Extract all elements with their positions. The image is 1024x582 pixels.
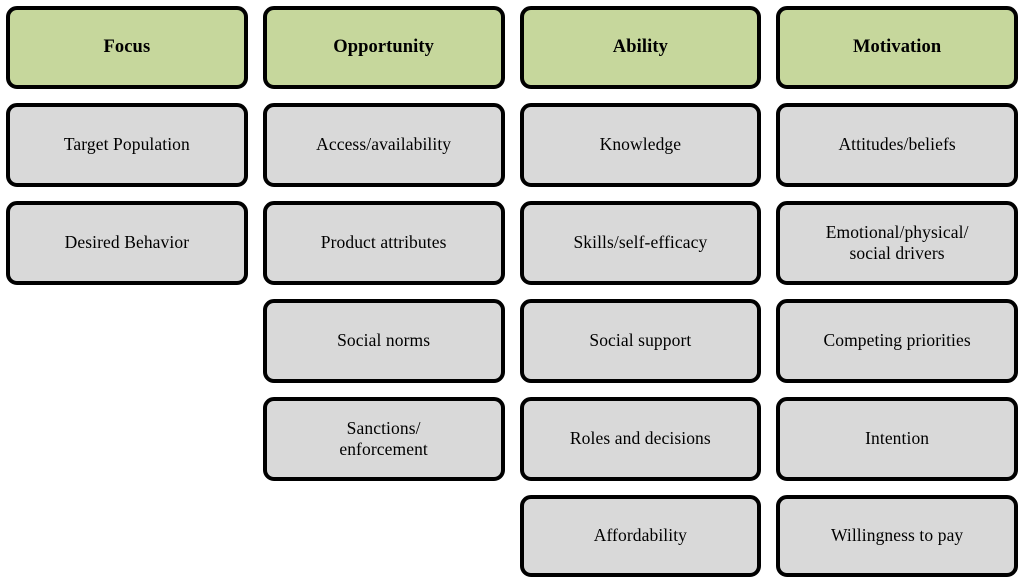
item-label-affordability: Affordability	[593, 525, 688, 546]
grid-cell-r1c2: Knowledge	[519, 103, 762, 187]
item-box-intention[interactable]: Intention	[776, 397, 1018, 481]
item-label-product-attributes: Product attributes	[320, 232, 447, 253]
grid-cell-r1c0: Target Population	[6, 103, 248, 187]
item-box-access-availability[interactable]: Access/availability	[262, 103, 505, 187]
grid-cell-r3c3: Competing priorities	[776, 299, 1018, 383]
item-box-roles-and-decisions[interactable]: Roles and decisions	[519, 397, 762, 481]
item-box-product-attributes[interactable]: Product attributes	[262, 201, 505, 285]
item-label-skills-self-efficacy: Skills/self-efficacy	[573, 232, 708, 253]
item-label-sanctions-enforcement: Sanctions/enforcement	[339, 417, 428, 459]
item-box-attitudes-beliefs[interactable]: Attitudes/beliefs	[776, 103, 1018, 187]
header-label-opportunity: Opportunity	[333, 37, 435, 58]
item-box-social-norms[interactable]: Social norms	[262, 299, 505, 383]
grid-cell-r4c0-empty	[6, 397, 248, 481]
grid-cell-r1c1: Access/availability	[262, 103, 505, 187]
grid-cell-opportunity-header: Opportunity	[262, 6, 505, 89]
grid-cell-r4c2: Roles and decisions	[519, 397, 762, 481]
item-label-roles-and-decisions: Roles and decisions	[569, 428, 711, 449]
grid-cell-r5c0-empty	[6, 495, 248, 577]
item-label-social-norms: Social norms	[337, 330, 431, 351]
item-box-knowledge[interactable]: Knowledge	[519, 103, 762, 187]
item-label-social-support: Social support	[589, 330, 692, 351]
framework-grid: Focus Opportunity Ability Motivation Tar…	[6, 6, 1018, 577]
grid-cell-r5c1-empty	[263, 495, 505, 577]
item-box-sanctions-enforcement[interactable]: Sanctions/enforcement	[262, 397, 505, 481]
grid-cell-r5c2: Affordability	[519, 495, 762, 577]
item-box-social-support[interactable]: Social support	[519, 299, 762, 383]
header-box-opportunity[interactable]: Opportunity	[262, 6, 505, 89]
grid-cell-ability-header: Ability	[519, 6, 762, 89]
header-box-focus[interactable]: Focus	[6, 6, 248, 89]
grid-cell-r3c1: Social norms	[262, 299, 505, 383]
header-label-focus: Focus	[103, 37, 151, 58]
item-box-affordability[interactable]: Affordability	[519, 495, 762, 577]
grid-cell-r2c2: Skills/self-efficacy	[519, 201, 762, 285]
header-box-ability[interactable]: Ability	[519, 6, 762, 89]
item-label-emotional-physical-social-drivers: Emotional/physical/social drivers	[825, 221, 969, 263]
item-label-intention: Intention	[865, 428, 930, 449]
item-box-competing-priorities[interactable]: Competing priorities	[776, 299, 1018, 383]
grid-cell-r1c3: Attitudes/beliefs	[776, 103, 1018, 187]
grid-cell-motivation-header: Motivation	[776, 6, 1018, 89]
item-label-target-population: Target Population	[63, 134, 190, 155]
item-label-attitudes-beliefs: Attitudes/beliefs	[838, 134, 956, 155]
item-box-willingness-to-pay[interactable]: Willingness to pay	[776, 495, 1018, 577]
item-box-desired-behavior[interactable]: Desired Behavior	[6, 201, 248, 285]
grid-cell-r2c0: Desired Behavior	[6, 201, 248, 285]
header-box-motivation[interactable]: Motivation	[776, 6, 1018, 89]
item-label-access-availability: Access/availability	[316, 134, 452, 155]
item-label-desired-behavior: Desired Behavior	[64, 232, 190, 253]
grid-cell-r4c3: Intention	[776, 397, 1018, 481]
item-box-target-population[interactable]: Target Population	[6, 103, 248, 187]
header-label-motivation: Motivation	[852, 37, 942, 58]
grid-cell-r2c1: Product attributes	[262, 201, 505, 285]
grid-cell-r3c2: Social support	[519, 299, 762, 383]
item-label-knowledge: Knowledge	[599, 134, 682, 155]
grid-cell-focus-header: Focus	[6, 6, 248, 89]
item-box-emotional-physical-social-drivers[interactable]: Emotional/physical/social drivers	[776, 201, 1018, 285]
grid-cell-r5c3: Willingness to pay	[776, 495, 1018, 577]
item-label-competing-priorities: Competing priorities	[823, 330, 971, 351]
grid-cell-r3c0-empty	[6, 299, 248, 383]
item-label-willingness-to-pay: Willingness to pay	[830, 525, 964, 546]
item-box-skills-self-efficacy[interactable]: Skills/self-efficacy	[519, 201, 762, 285]
header-label-ability: Ability	[612, 37, 668, 58]
grid-cell-r4c1: Sanctions/enforcement	[262, 397, 505, 481]
grid-cell-r2c3: Emotional/physical/social drivers	[776, 201, 1018, 285]
